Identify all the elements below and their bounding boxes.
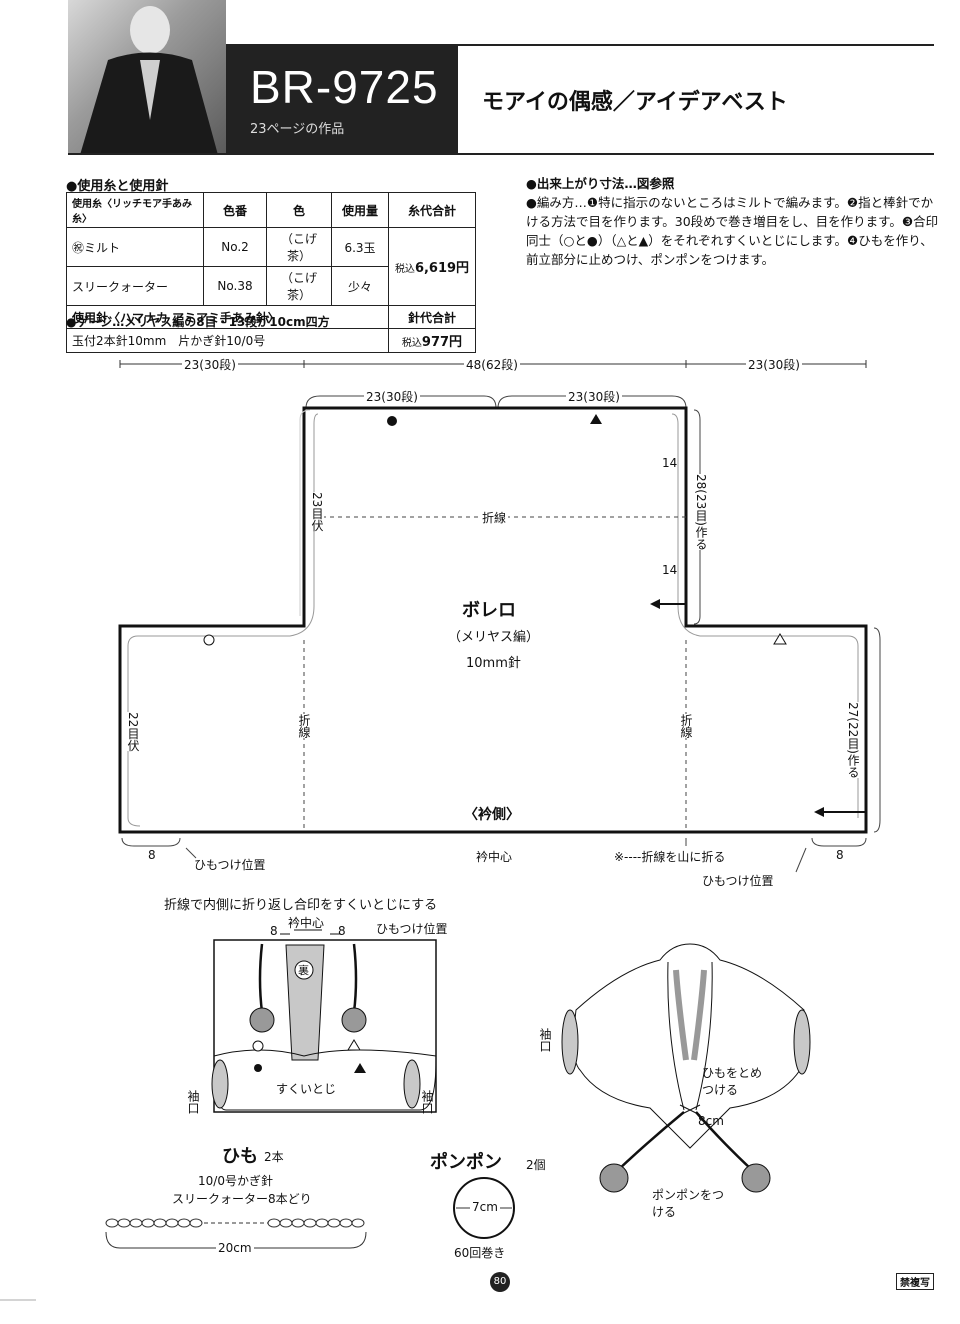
pattern-code: BR-9725 bbox=[250, 61, 439, 113]
finished-size: ●出来上がり寸法…図参照 bbox=[526, 176, 675, 191]
yarn-table: 使用糸〈リッチモア手あみ糸〉 色番 色 使用量 糸代合計 ㊗ミルト No.2 （… bbox=[66, 192, 476, 353]
dim-right-14b: 14 bbox=[662, 563, 678, 577]
fold-line-left: 折線 bbox=[297, 714, 311, 738]
needle-total-prefix: 税込 bbox=[401, 338, 422, 349]
yarn-amount: 少々 bbox=[331, 266, 389, 306]
yarn-name: スリークォーター bbox=[66, 266, 204, 306]
reverse-side-mark: 裏 bbox=[298, 964, 309, 977]
table-row: 玉付2本針10mm 片かぎ針10/0号 税込977円 bbox=[66, 328, 476, 353]
cord-title: ひも bbox=[222, 1146, 258, 1167]
yarn-color: （こげ茶） bbox=[266, 227, 332, 267]
yarn-heading: ●使用糸と使用針 bbox=[66, 179, 169, 194]
header-top-rule bbox=[226, 44, 934, 46]
tie-8cm: 8cm bbox=[698, 1114, 724, 1128]
page-title: モアイの偶感／アイデアベスト bbox=[482, 90, 788, 115]
dim-right-27: 27(22目)作る bbox=[846, 702, 860, 778]
dim-top-right: 23(30段) bbox=[746, 356, 802, 373]
dim-right-28: 28(23目)作る bbox=[694, 474, 708, 550]
tie-position-left: ひもつけ位置 bbox=[194, 858, 266, 872]
dim-top-left: 23(30段) bbox=[182, 356, 238, 373]
pompom-wraps: 60回巻き bbox=[454, 1246, 506, 1260]
page-number: 80 bbox=[490, 1272, 510, 1292]
finished-sleeve: 袖口 bbox=[538, 1028, 552, 1052]
dim-left-22: 22目伏 bbox=[126, 712, 140, 752]
dim-inner-right: 23(30段) bbox=[566, 388, 622, 405]
model-photo bbox=[68, 0, 226, 155]
pattern-code-box: BR-9725 23ページの作品 bbox=[226, 46, 458, 155]
pompom-note: ポンポンをつける bbox=[652, 1188, 725, 1219]
stitch-type: （メリヤス編） bbox=[448, 630, 540, 645]
dim-inner-left: 23(30段) bbox=[364, 388, 420, 405]
fold-line-mid: 折線 bbox=[480, 509, 509, 526]
needle-total: 977円 bbox=[421, 335, 463, 350]
dim-left-23: 23目伏 bbox=[310, 492, 324, 532]
model-silhouette bbox=[80, 6, 218, 155]
needle-size: 10mm針 bbox=[466, 656, 521, 671]
yarn-total: 6,619円 bbox=[414, 261, 470, 276]
col-yarn: 使用糸〈リッチモア手あみ糸〉 bbox=[66, 192, 204, 228]
instructions: ●出来上がり寸法…図参照 ●編み方…❶特に指示のないところはミルトで編みます。❷… bbox=[526, 174, 942, 269]
assembly-tie-position: ひもつけ位置 bbox=[376, 922, 448, 936]
assembly-collar-center: 衿中心 bbox=[288, 916, 325, 930]
collar-side: 〈衿側〉 bbox=[464, 807, 520, 823]
tie-note: ひもをとめつける bbox=[702, 1066, 763, 1097]
assembly-title: 折線で内側に折り返し合印をすくいとじにする bbox=[164, 898, 438, 913]
assembly-sleeve-left: 袖口 bbox=[186, 1090, 200, 1114]
collar-center: 衿中心 bbox=[476, 850, 513, 864]
cord-length: 20cm bbox=[216, 1241, 254, 1255]
needle-total-cell: 税込977円 bbox=[388, 328, 476, 353]
table-row: スリークォーター No.38 （こげ茶） 少々 bbox=[66, 266, 476, 306]
piece-title: ボレロ bbox=[462, 600, 516, 621]
header-bottom-rule bbox=[68, 153, 934, 155]
pompom-count: 2個 bbox=[526, 1158, 546, 1172]
fold-line-right: 折線 bbox=[679, 714, 693, 738]
yarn-color: （こげ茶） bbox=[266, 266, 332, 306]
fold-note: ※----折線を山に折る bbox=[614, 850, 726, 864]
assembly-8a: 8 bbox=[270, 924, 278, 938]
table-row: 使用針〈ハマナカ アミアミ手あみ針〉 針代合計 bbox=[66, 305, 476, 329]
yarn-amount: 6.3玉 bbox=[331, 227, 389, 267]
tie-position-right: ひもつけ位置 bbox=[702, 874, 774, 888]
assembly-8b: 8 bbox=[338, 924, 346, 938]
assembly-sleeve-right: 袖口 bbox=[420, 1090, 434, 1114]
copy-prohibited-stamp: 禁複写 bbox=[896, 1273, 934, 1290]
pompom-title: ポンポン bbox=[430, 1152, 502, 1173]
dim-bottom-8-left: 8 bbox=[148, 848, 156, 862]
cord-yarn: スリークォーター8本どり bbox=[172, 1192, 312, 1206]
yarn-table-header: 使用糸〈リッチモア手あみ糸〉 色番 色 使用量 糸代合計 bbox=[66, 192, 476, 228]
yarn-number: No.38 bbox=[203, 266, 267, 306]
needle-total-header: 針代合計 bbox=[388, 305, 476, 329]
yarn-total-cell: 税込6,619円 bbox=[388, 227, 476, 306]
pattern-page-ref: 23ページの作品 bbox=[250, 122, 345, 137]
pompom-size: 7cm bbox=[470, 1200, 500, 1214]
needle-header: 使用針〈ハマナカ アミアミ手あみ針〉 bbox=[66, 305, 389, 329]
dim-right-14a: 14 bbox=[662, 456, 678, 470]
cord-count: 2本 bbox=[264, 1150, 284, 1164]
cord-hook: 10/0号かぎ針 bbox=[198, 1174, 273, 1188]
gauge: ●ゲージ…メリヤス編の8目・13段が10cm四方 bbox=[66, 315, 330, 329]
mattress-stitch-label: すくいとじ bbox=[276, 1082, 337, 1096]
col-yarn-total: 糸代合計 bbox=[388, 192, 476, 228]
yarn-total-prefix: 税込 bbox=[394, 264, 415, 275]
dim-bottom-8-right: 8 bbox=[836, 848, 844, 862]
table-row: ㊗ミルト No.2 （こげ茶） 6.3玉 税込6,619円 bbox=[66, 227, 476, 306]
method-text: ●編み方…❶特に指示のないところはミルトで編みます。❷指と棒針でかける方法で目を… bbox=[526, 195, 939, 267]
dim-top-mid: 48(62段) bbox=[464, 356, 520, 373]
yarn-name: ㊗ミルト bbox=[66, 227, 204, 267]
